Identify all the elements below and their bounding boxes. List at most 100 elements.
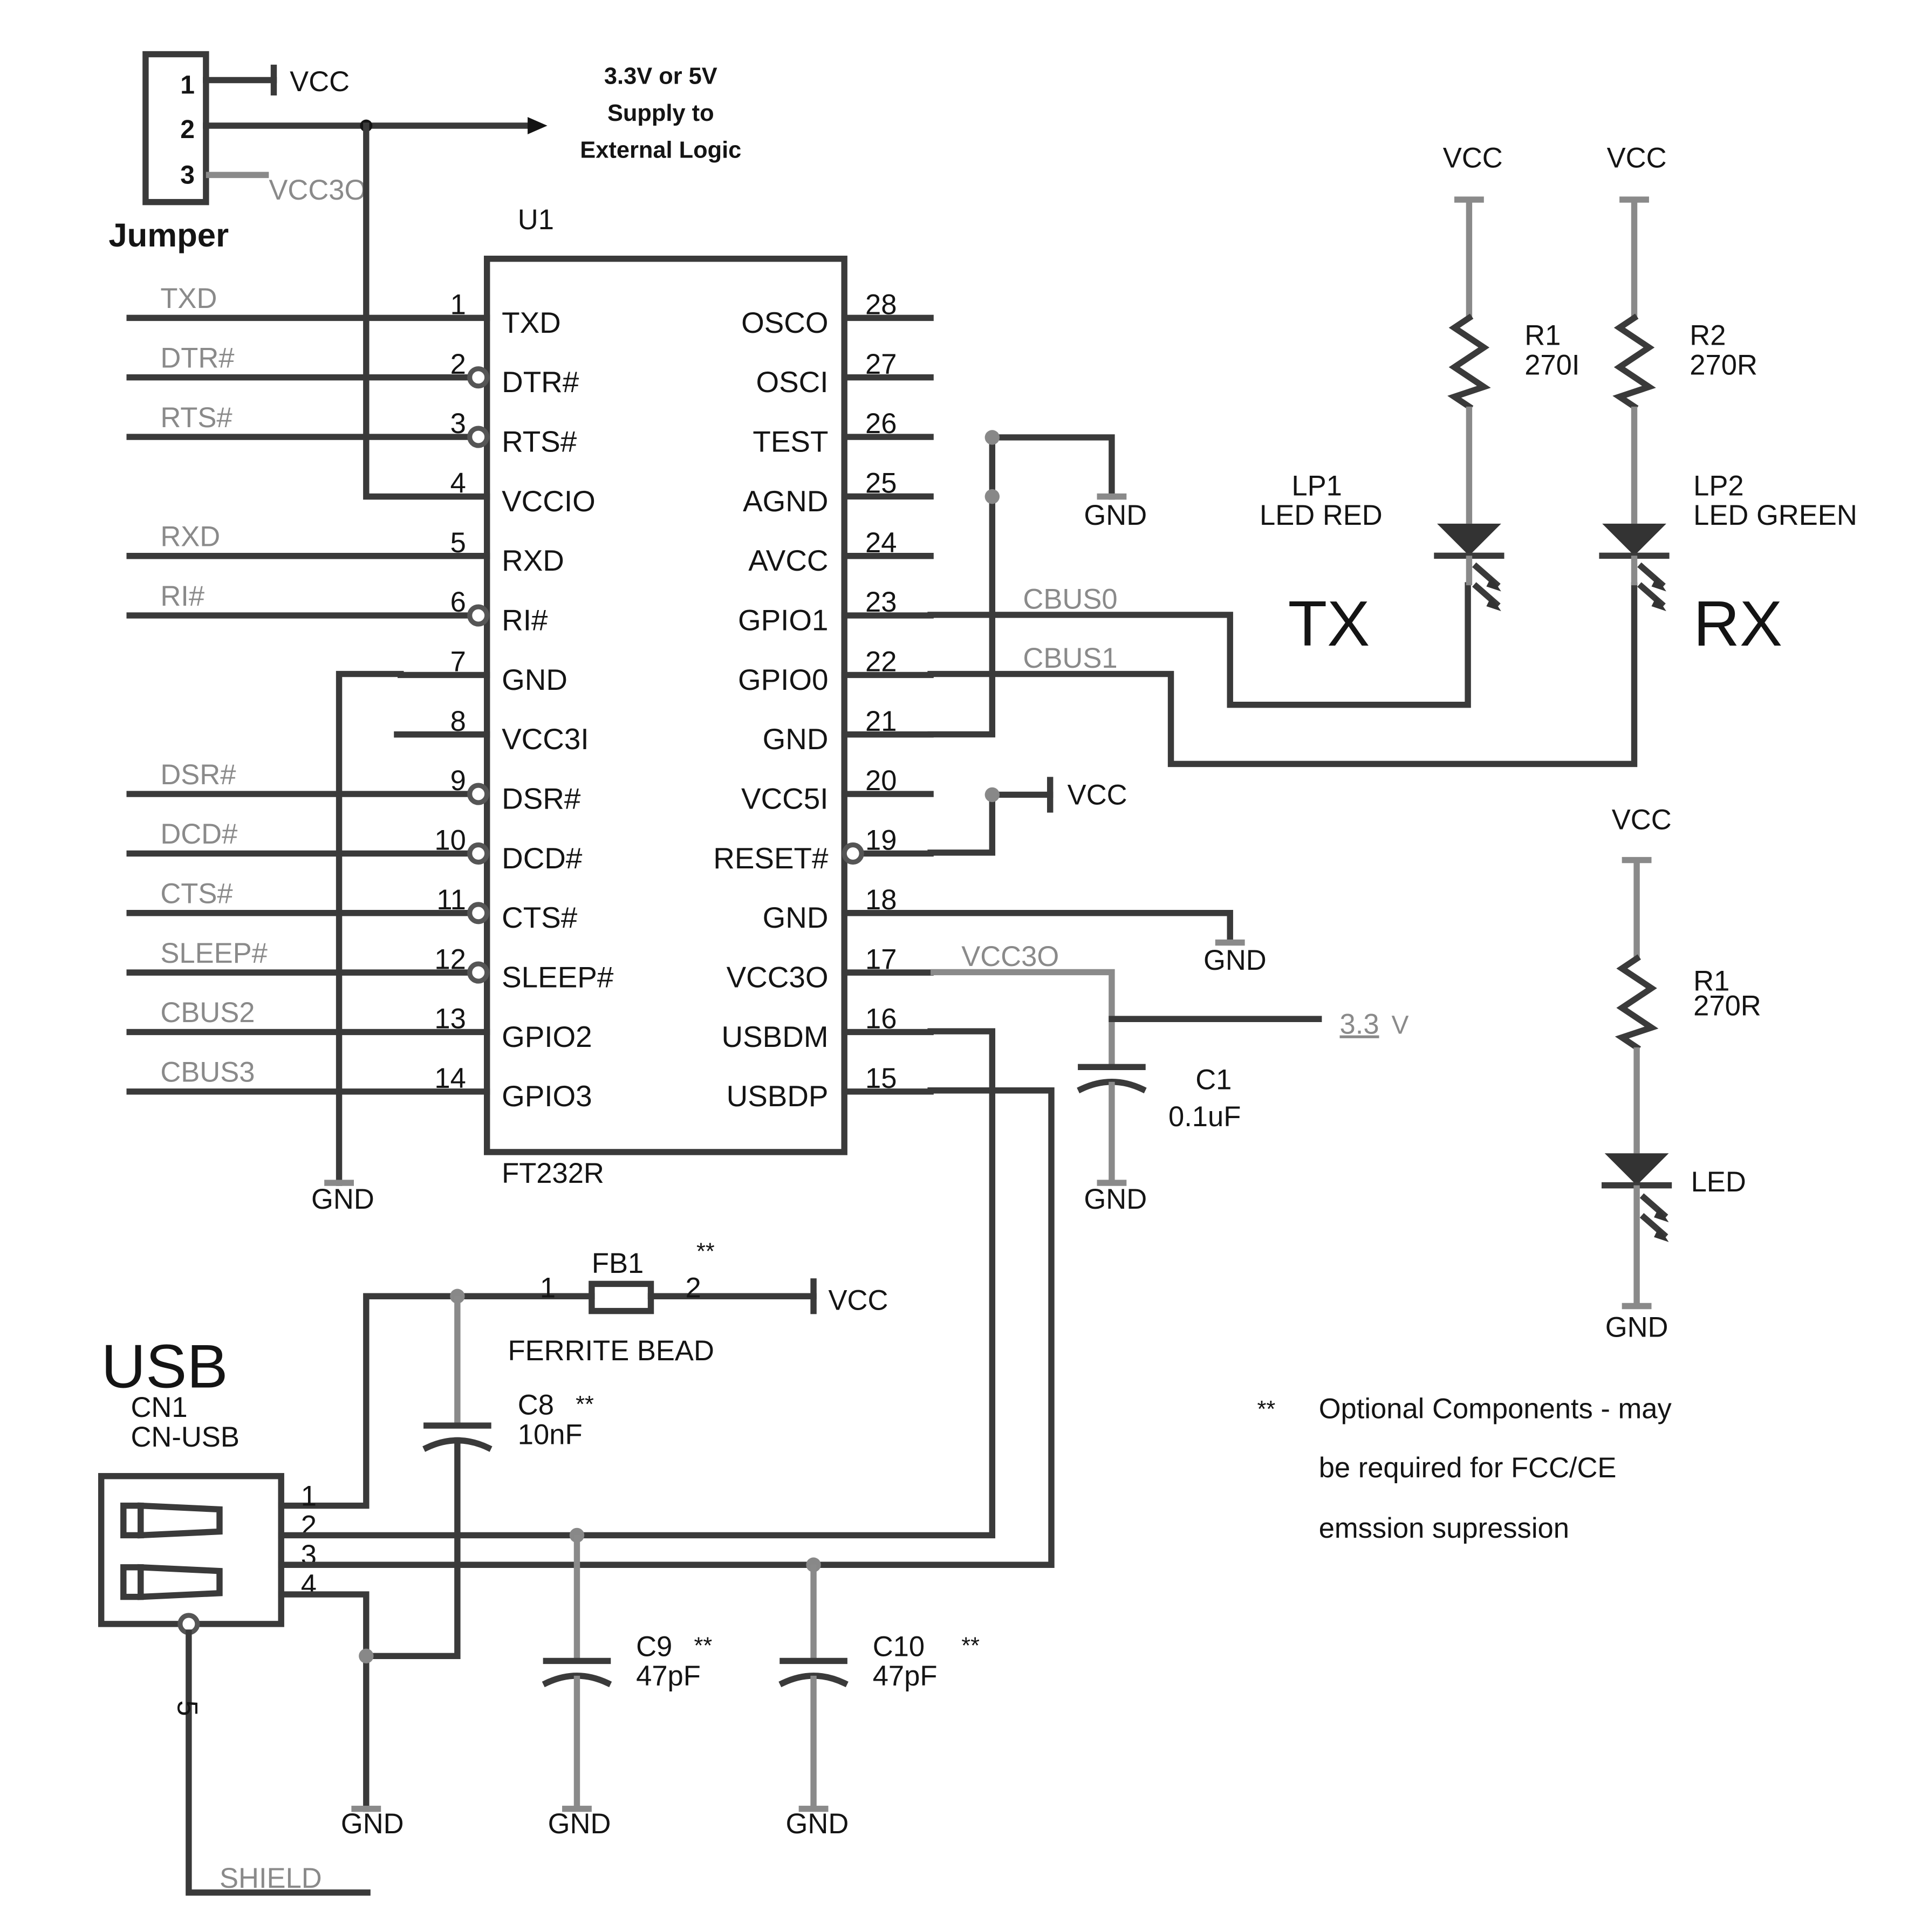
net-label: CBUS2 [160,997,255,1029]
net-label: RXD [160,520,220,552]
vcc-label: VCC [828,1284,888,1316]
pin-number: 16 [865,1003,897,1035]
c9-capacitor: C9 ** 47pF GND [542,1535,712,1840]
ic-part: FT232R [502,1157,604,1189]
r1b-value: 270R [1693,990,1761,1022]
led-label: LED [1691,1166,1746,1198]
pin-number: 28 [865,289,897,321]
supply-note-line3: External Logic [580,137,741,163]
pin-name: GPIO3 [502,1079,592,1113]
pin-name: OSCI [756,365,828,399]
net-label: RI# [160,580,204,612]
supply-note-line1: 3.3V or 5V [604,63,717,89]
lp1-desc: LED RED [1260,499,1383,531]
lp2-ref: LP2 [1693,470,1743,502]
jumper-title: Jumper [108,217,229,254]
jumper-pin-2: 2 [180,115,195,144]
jumper-pin-1: 1 [180,71,195,100]
pin-name: VCC5I [741,782,828,816]
pin-number: 15 [865,1063,897,1094]
pin-name: GND [763,722,829,756]
ic-pin-6: 6RI#RI# [126,580,548,636]
pin-name: DSR# [502,782,581,816]
pin-number: 4 [450,468,466,499]
rx-led-circuit: VCC R2 270R LP2 LED GREEN RX [1599,142,1857,660]
fb1-pin2: 2 [685,1272,701,1304]
pin-name: GPIO1 [738,603,829,636]
pin-number: 14 [434,1063,466,1094]
pin-name: RI# [502,603,548,636]
c1-ref: C1 [1195,1064,1232,1095]
pin-name: RESET# [713,841,829,875]
c9-optional-mark: ** [694,1633,712,1659]
pin-number: 1 [450,289,466,321]
fb1-pin1: 1 [540,1272,556,1304]
c8-ref: C8 [518,1389,554,1421]
pin-name: DCD# [502,841,583,875]
pin-number: 12 [434,943,466,975]
pin-number: 23 [865,586,897,618]
pin-name: VCCIO [502,484,596,518]
pin-name: OSCO [741,306,828,339]
r1-value: 270I [1524,349,1579,381]
optional-components-note: ** Optional Components - may be required… [1257,1393,1672,1544]
net-vcc3o-label: VCC3O [961,941,1059,972]
pin-name: GPIO2 [502,1020,592,1053]
pin-name: GPIO0 [738,663,829,696]
pin-name: TXD [502,306,561,339]
usb-pin-1: 1 [301,1481,317,1512]
test-agnd-gnd-net: GND [927,430,1147,738]
pin-number: 7 [450,646,466,678]
vcc-label: VCC [1068,779,1127,811]
net-label: SLEEP# [160,937,268,969]
ic-ref: U1 [518,204,554,236]
pin-number: 25 [865,468,897,499]
fb1-desc: FERRITE BEAD [508,1335,714,1367]
pin-number: 17 [865,943,897,975]
r1b-ref: R1 [1693,965,1729,997]
r2-value: 270R [1690,349,1757,381]
pin-number: 26 [865,408,897,440]
pin-number: 3 [450,408,466,440]
power-led-circuit: VCC R1 270R LED GND [1601,804,1761,1344]
led-icon [1604,1153,1669,1186]
pin-number: 20 [865,765,897,797]
pin-name: TEST [753,424,828,458]
pin-number: 19 [865,825,897,857]
gnd-label: GND [1203,944,1267,976]
gnd-pin7-net: GND [311,670,404,1215]
pin-number: 27 [865,348,897,380]
gnd-label: GND [786,1808,849,1840]
pin-name: GND [763,901,829,934]
jumper-vcc-label: VCC [290,66,350,98]
jumper-pin-3: 3 [180,161,195,189]
cbus-led-nets: CBUS0 CBUS1 [927,582,1638,768]
net-cbus1-label: CBUS1 [1023,642,1117,674]
gnd-label: GND [311,1183,374,1215]
c8-capacitor: C8 ** 10nF [363,1296,594,1659]
net-label: DCD# [160,818,237,850]
fb1-ref: FB1 [592,1248,644,1279]
ferrite-bead-net: VCC FB1 1 2 ** FERRITE BEAD [278,1239,888,1509]
c8-optional-mark: ** [576,1392,594,1417]
c10-optional-mark: ** [961,1633,980,1659]
jumper: 1 2 3 Jumper VCC VCC3O 3.3V or 5V Supply… [108,51,741,500]
pin-number: 24 [865,527,897,559]
usb-connector-body [98,1473,284,1627]
pin-name: RTS# [502,424,577,458]
tx-label: TX [1288,588,1370,660]
